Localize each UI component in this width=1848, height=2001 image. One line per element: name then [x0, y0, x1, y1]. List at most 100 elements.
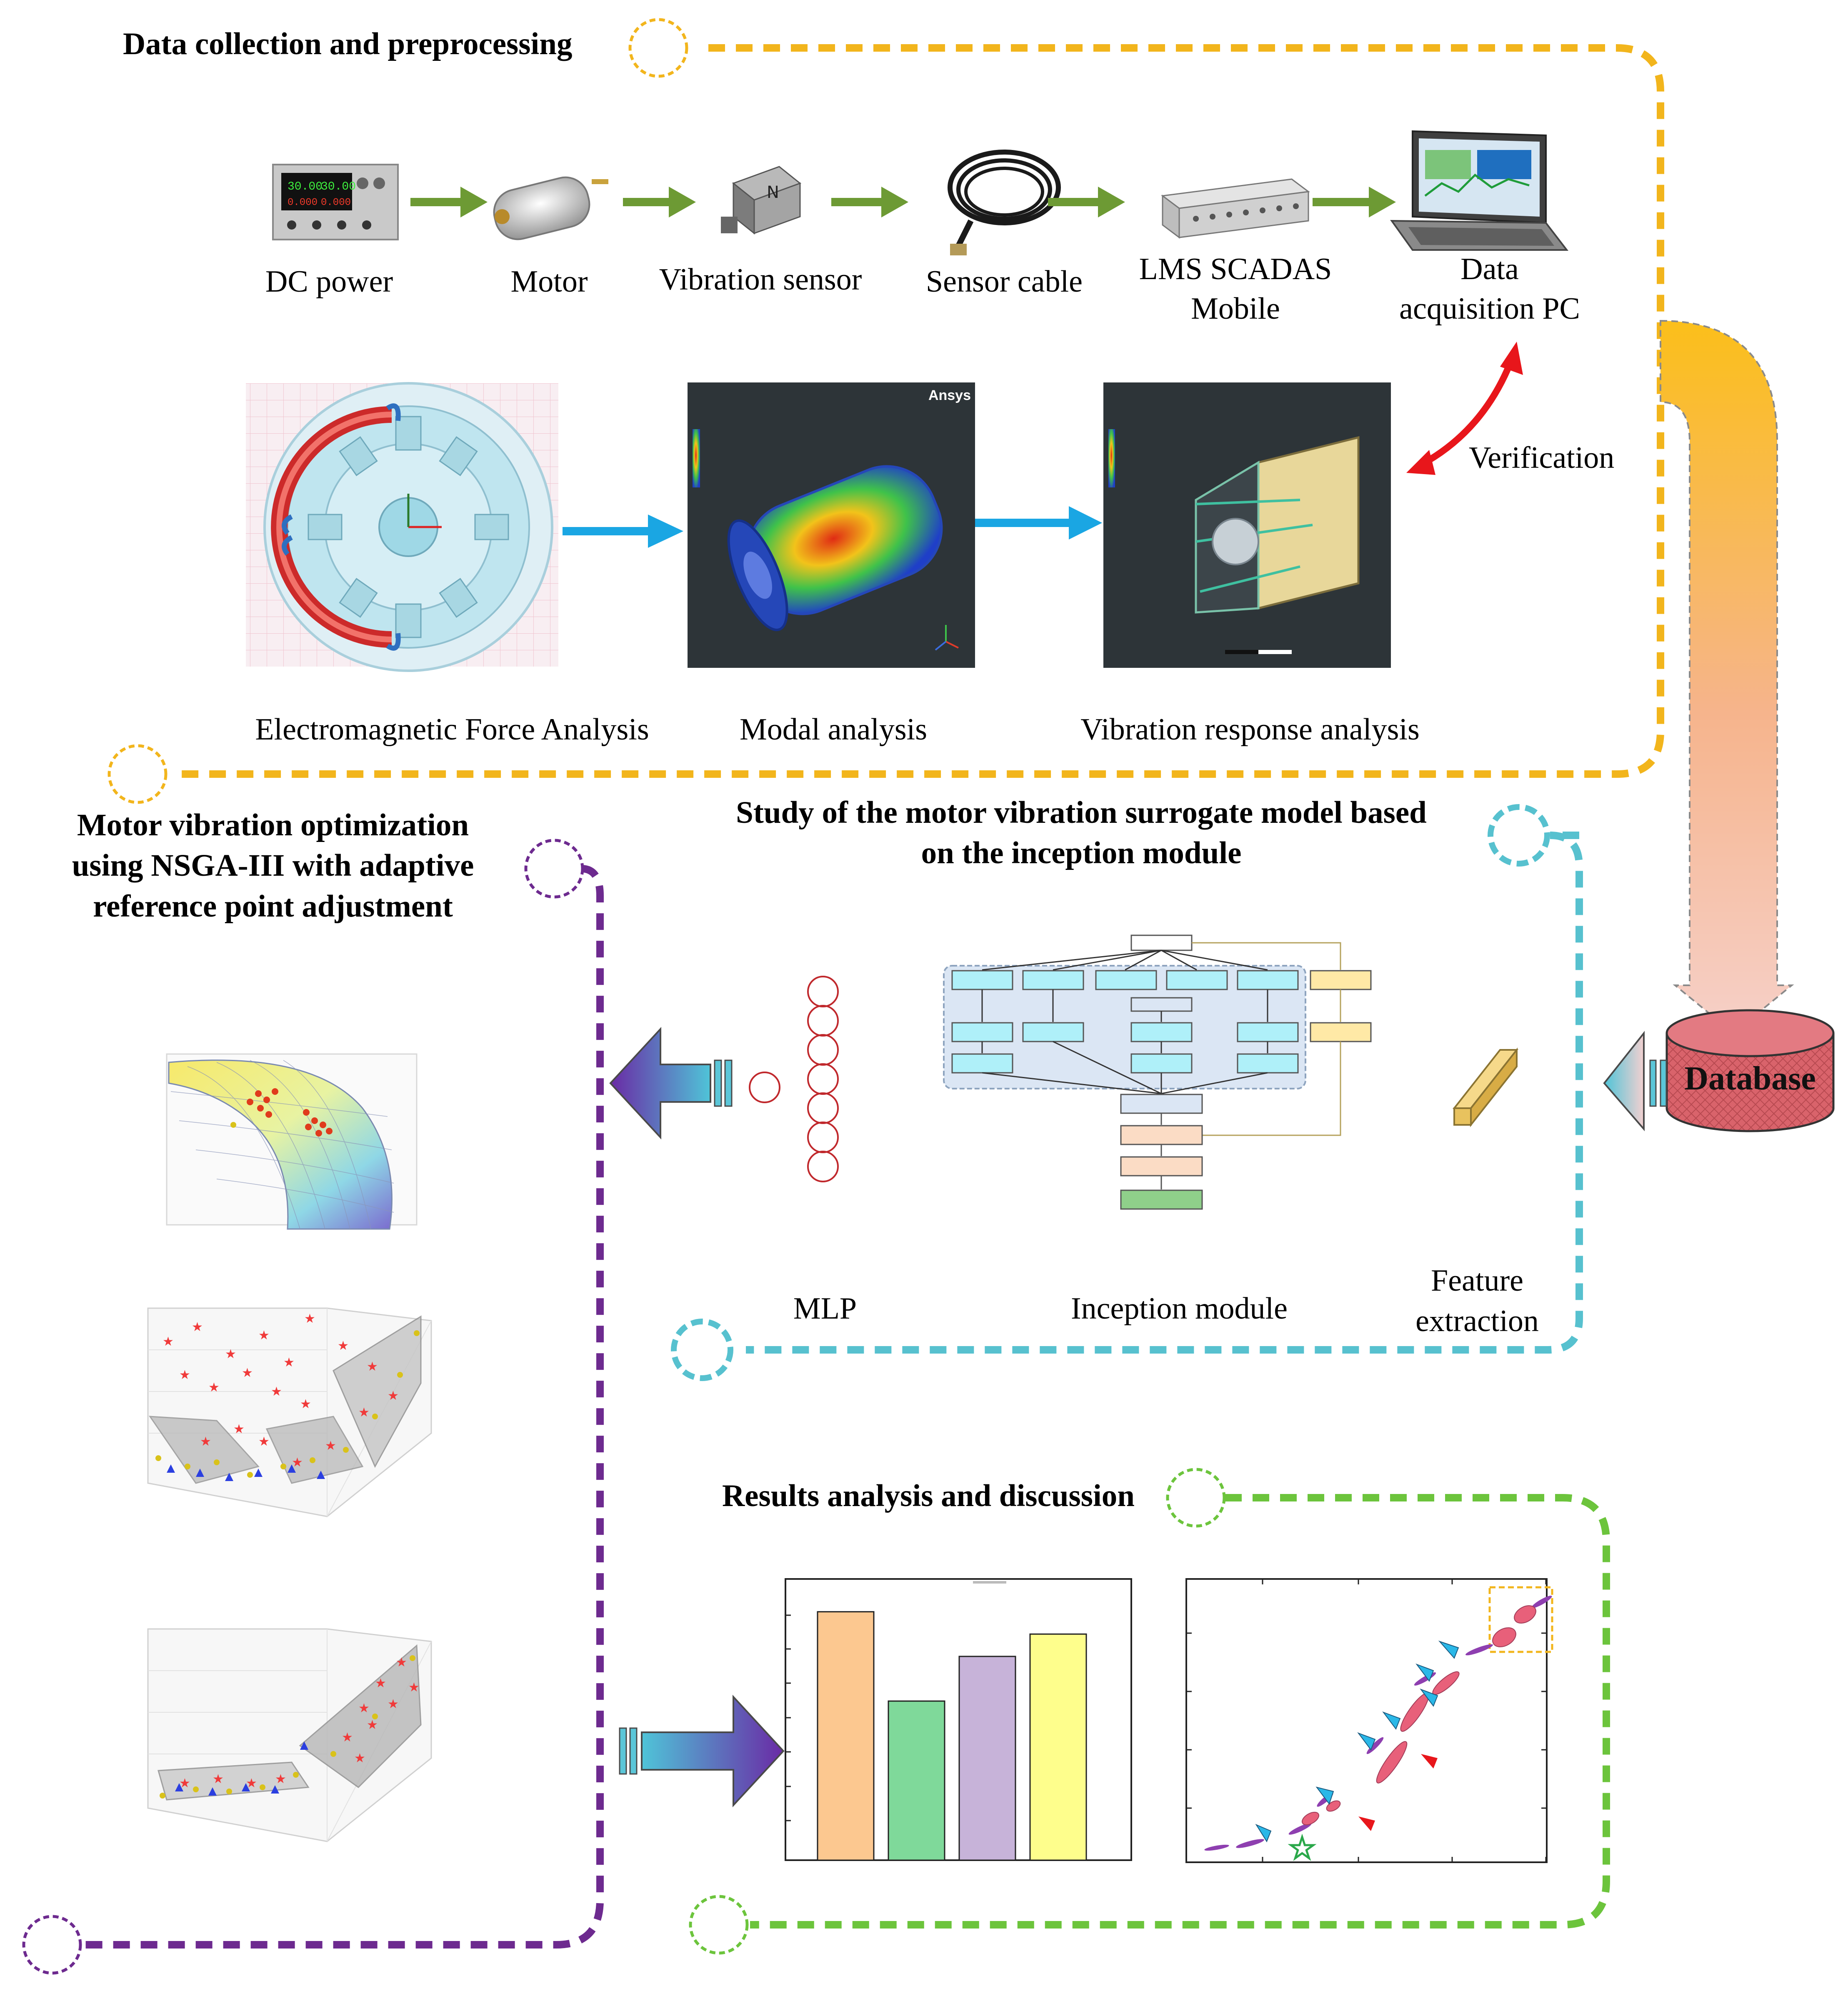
blue-analysis-arrows	[563, 506, 1102, 548]
svg-text:★: ★	[304, 1312, 315, 1326]
section4-title: Results analysis and discussion	[722, 1479, 1135, 1513]
section2-title-line1: Study of the motor vibration surrogate m…	[736, 795, 1427, 830]
scatter-3d-plot-1: ★★★★ ★★★★ ★★★★ ★★★★ ★★★★	[147, 1307, 432, 1517]
label-lms-scadas: LMS SCADAS	[1139, 252, 1332, 286]
inception-module-diagram	[943, 934, 1372, 1210]
svg-text:★: ★	[283, 1355, 295, 1370]
electromagnetic-force-image	[246, 382, 558, 672]
label-electromagnetic-force: Electromagnetic Force Analysis	[255, 712, 649, 747]
label-mlp: MLP	[793, 1292, 857, 1326]
label-acquisition-pc: acquisition PC	[1399, 292, 1580, 326]
section3-title-line2: using NSGA-III with adaptive	[72, 848, 474, 883]
svg-text:N: N	[767, 183, 779, 202]
label-vibration-response: Vibration response analysis	[1080, 712, 1420, 747]
section3-start-circle	[524, 839, 584, 899]
svg-text:★: ★	[225, 1347, 236, 1361]
device-labels: DC power Motor Vibration sensor Sensor c…	[265, 252, 1580, 326]
svg-text:★: ★	[208, 1380, 220, 1395]
svg-text:30.00: 30.00	[288, 180, 323, 193]
svg-text:★: ★	[358, 1405, 370, 1420]
label-dc-power: DC power	[265, 265, 393, 299]
svg-text:★: ★	[271, 1384, 282, 1399]
label-motor: Motor	[511, 265, 588, 299]
svg-text:★: ★	[258, 1328, 270, 1343]
optimization-to-results-arrow	[619, 1694, 785, 1808]
verification-label: Verification	[1469, 441, 1614, 475]
svg-text:★: ★	[388, 1697, 399, 1711]
section-optimization: Motor vibration optimization using NSGA-…	[22, 808, 785, 1975]
scatter-3d-plot-2: ★★★★ ★★★★ ★★★★	[147, 1628, 432, 1842]
svg-text:★: ★	[233, 1422, 245, 1436]
svg-text:★: ★	[342, 1730, 353, 1745]
section-surrogate-model: Study of the motor vibration surrogate m…	[609, 795, 1583, 1381]
ansys-logo-text: Ansys	[928, 387, 971, 403]
label-inception-module: Inception module	[1071, 1292, 1288, 1326]
bar-3	[958, 1656, 1016, 1861]
label-vibration-sensor: Vibration sensor	[659, 262, 862, 297]
section4-end-circle	[689, 1895, 749, 1955]
database-cylinder: Database	[1665, 1009, 1835, 1132]
mlp-diagram	[749, 976, 839, 1182]
section3-dashed-loop	[81, 865, 604, 1949]
section-results: Results analysis and discussion	[689, 1468, 1610, 1955]
bar-2	[888, 1700, 945, 1861]
svg-text:★: ★	[388, 1389, 399, 1403]
svg-text:★: ★	[242, 1366, 253, 1380]
svg-text:0.000: 0.000	[321, 197, 351, 208]
results-trajectory-plot: ★	[1185, 1578, 1553, 1866]
sensor-cable-image	[948, 150, 1061, 255]
verification-arrow	[1406, 342, 1523, 475]
svg-text:★: ★	[375, 1676, 386, 1691]
label-extraction: extraction	[1415, 1304, 1539, 1338]
label-modal-analysis: Modal analysis	[740, 712, 927, 747]
feature-extraction-block	[1452, 1047, 1519, 1127]
svg-text:★: ★	[275, 1772, 286, 1786]
vibration-response-image	[1103, 382, 1391, 668]
svg-text:★: ★	[396, 1655, 407, 1670]
svg-text:★: ★	[367, 1718, 378, 1732]
svg-text:★: ★	[213, 1772, 224, 1786]
svg-text:★: ★	[367, 1359, 378, 1374]
svg-text:★: ★	[358, 1701, 370, 1716]
svg-text:★: ★	[258, 1434, 270, 1449]
motor-image	[493, 176, 608, 240]
section3-end-circle	[22, 1915, 82, 1975]
svg-text:★: ★	[179, 1368, 190, 1382]
svg-text:★: ★	[408, 1680, 420, 1695]
section2-title-line2: on the inception module	[921, 836, 1242, 870]
section-data-collection: Data collection and preprocessing 30.00 …	[108, 18, 1664, 804]
svg-text:★: ★	[292, 1455, 303, 1470]
bar-4	[1029, 1633, 1087, 1861]
vibration-sensor-image: N	[721, 166, 802, 235]
svg-text:★: ★	[300, 1397, 311, 1411]
label-lms-mobile: Mobile	[1191, 292, 1280, 326]
bar-chart-bars	[817, 1611, 1087, 1861]
pareto-surface-plot	[166, 1053, 418, 1230]
section2-dashed-loop	[746, 832, 1583, 1354]
svg-text:★: ★	[163, 1334, 174, 1349]
section3-title-line1: Motor vibration optimization	[77, 808, 469, 842]
section1-end-circle	[108, 744, 168, 804]
data-acquisition-pc-image	[1390, 130, 1569, 251]
section3-title-line3: reference point adjustment	[93, 889, 453, 924]
section2-end-circle	[671, 1319, 733, 1381]
modal-analysis-image: Ansys	[688, 382, 975, 668]
label-feature: Feature	[1431, 1264, 1523, 1298]
section2-start-circle	[1488, 804, 1550, 867]
results-bar-chart	[785, 1578, 1132, 1861]
svg-text:★: ★	[1289, 1831, 1315, 1865]
section4-dashed-loop	[750, 1494, 1610, 1929]
svg-text:★: ★	[325, 1439, 336, 1453]
to-database-arrow	[1660, 320, 1794, 1034]
svg-text:★: ★	[354, 1751, 365, 1766]
svg-text:★: ★	[192, 1320, 203, 1334]
database-to-feature-arrow	[1603, 1031, 1667, 1132]
svg-text:★: ★	[338, 1339, 349, 1353]
database-label: Database	[1684, 1060, 1816, 1097]
surrogate-to-optimization-arrow	[609, 1027, 733, 1140]
section4-start-circle	[1166, 1468, 1226, 1528]
svg-text:30.00: 30.00	[321, 180, 356, 193]
section1-title: Data collection and preprocessing	[123, 27, 572, 61]
label-sensor-cable: Sensor cable	[926, 265, 1083, 299]
